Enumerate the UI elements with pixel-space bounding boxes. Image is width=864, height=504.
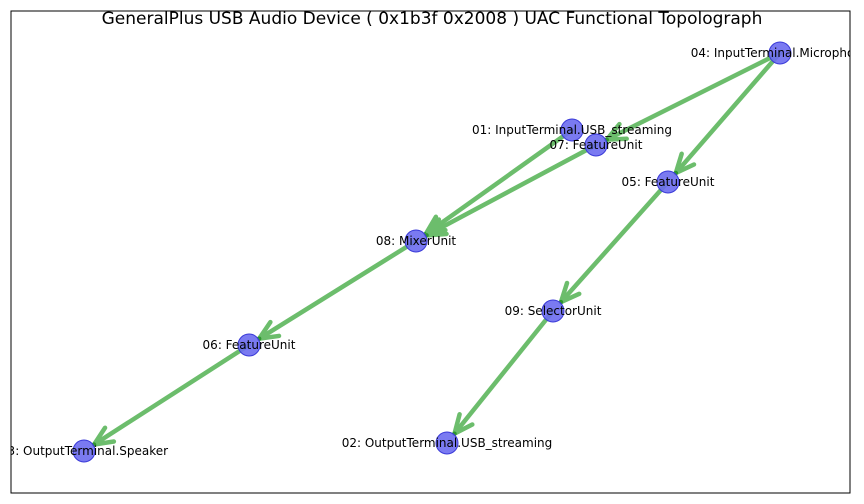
edge-06-03 [91,342,252,447]
arrow-barb [256,333,282,341]
edge-line [604,50,783,142]
edge-08-06 [256,238,419,341]
edge-04-07 [604,50,783,142]
node-label-04: 04: InputTerminal.Microphone [691,46,864,60]
edge-line [424,142,599,238]
plot-frame [10,10,851,494]
arrow-barb [604,136,629,142]
node-02 [435,431,459,455]
node-label-01: 01: InputTerminal.USB_streaming [472,123,672,137]
nodes-layer [72,41,792,463]
arrow-barb [452,412,462,436]
plot-area: 04: InputTerminal.Microphone 01: InputTer… [0,41,864,463]
labels-layer: 04: InputTerminal.Microphone 01: InputTer… [0,46,864,458]
edge-07-08 [424,142,599,238]
graph-title: GeneralPlus USB Audio Device ( 0x1b3f 0x… [102,9,763,29]
arrow-barb [91,439,117,447]
arrow-barb [424,231,449,238]
node-08 [404,229,428,253]
node-label-02: 02: OutputTerminal.USB_streaming [342,436,553,450]
arrow-barb [256,319,273,341]
edge-line [423,127,575,237]
edge-09-02 [452,308,556,436]
node-07 [584,133,608,157]
node-label-03: 03: OutputTerminal.Speaker [0,444,168,458]
arrow-barb [673,162,697,176]
node-05 [656,170,680,194]
node-label-06: 06: FeatureUnit [203,338,296,352]
node-label-07: 07: FeatureUnit [550,138,643,152]
arrow-barb [673,151,684,176]
edge-line [558,179,671,305]
edge-04-05 [673,50,783,176]
edge-line [256,238,419,341]
arrow-barb [91,425,108,447]
edge-line [91,342,252,447]
node-01 [560,118,584,142]
node-label-05: 05: FeatureUnit [622,175,715,189]
arrow-barb [558,280,570,305]
edge-05-09 [558,179,671,305]
arrow-barb [424,217,442,238]
edge-line [673,50,783,176]
node-label-09: 09: SelectorUnit [505,304,602,318]
arrow-barb [452,422,475,436]
node-label-08: 08: MixerUnit [376,234,457,248]
edges-layer [91,50,783,447]
node-09 [541,299,565,323]
arrow-barb [558,291,582,305]
arrow-barb [604,121,622,142]
edge-line [452,308,556,436]
node-03 [72,439,96,463]
node-06 [237,333,261,357]
node-04 [768,41,792,65]
